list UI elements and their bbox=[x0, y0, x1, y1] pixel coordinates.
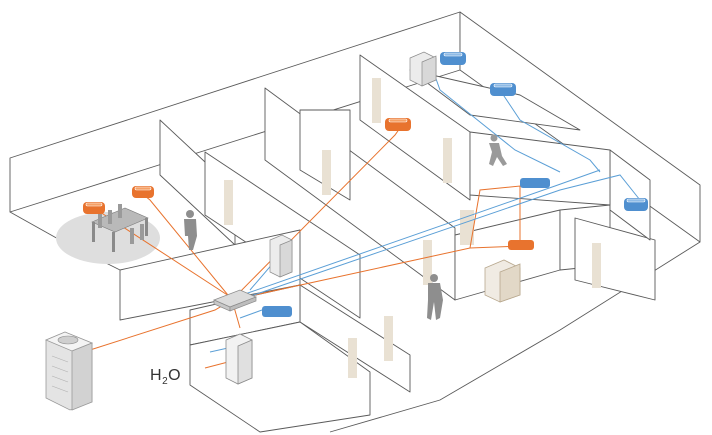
ceiling-cassette-icon bbox=[490, 83, 516, 96]
person-icon bbox=[184, 210, 197, 250]
door-1 bbox=[224, 180, 233, 225]
water-label-sub: 2 bbox=[162, 376, 169, 387]
doors bbox=[224, 78, 601, 378]
water-label-h: H bbox=[150, 367, 163, 384]
wire-to-tank bbox=[209, 347, 229, 353]
control-cabinet-icon bbox=[269, 234, 293, 278]
door-4 bbox=[443, 138, 452, 183]
conference-table-icon bbox=[91, 204, 149, 252]
hot-water-tank-icon bbox=[225, 333, 253, 385]
wire-to-wall-unit bbox=[239, 309, 263, 319]
wall-mounted-unit-icon bbox=[262, 306, 292, 317]
water-label-o: O bbox=[168, 367, 182, 384]
wire-top-branch-2 bbox=[499, 89, 601, 173]
branch-controller-icon bbox=[213, 289, 257, 312]
partition-5 bbox=[359, 54, 471, 201]
door-3 bbox=[372, 78, 381, 123]
ceiling-cassette-icon bbox=[624, 198, 648, 211]
right-upper-wall bbox=[409, 69, 581, 131]
door-8 bbox=[592, 243, 601, 288]
meeting-area-floor bbox=[56, 212, 160, 264]
person-icon bbox=[427, 274, 443, 320]
person-icon bbox=[489, 134, 507, 166]
ceiling-cassette-icon bbox=[132, 186, 154, 198]
water-label: H2O bbox=[150, 367, 182, 387]
door-7 bbox=[384, 316, 393, 361]
ceiling-units bbox=[83, 52, 648, 317]
ceiling-cassette-icon bbox=[385, 118, 411, 131]
door-9 bbox=[460, 210, 474, 245]
wire-main-blue bbox=[244, 174, 641, 299]
door-5 bbox=[423, 240, 432, 285]
back-wall-right bbox=[459, 11, 701, 243]
glass-cabinet-icon bbox=[484, 259, 521, 303]
pipe-tank-return bbox=[204, 361, 229, 369]
ceiling-cassette-icon bbox=[83, 202, 105, 214]
outdoor-condenser-icon bbox=[44, 331, 94, 411]
wire-main-blue-2 bbox=[244, 169, 601, 295]
door-2 bbox=[322, 150, 331, 195]
tank-return-pipe bbox=[204, 361, 229, 369]
wall-mounted-unit-icon bbox=[508, 240, 534, 250]
control-cabinet-top-icon bbox=[409, 51, 437, 87]
wall-mounted-unit-icon bbox=[520, 178, 550, 188]
door-6 bbox=[348, 338, 357, 378]
ceiling-cassette-icon bbox=[440, 52, 466, 65]
